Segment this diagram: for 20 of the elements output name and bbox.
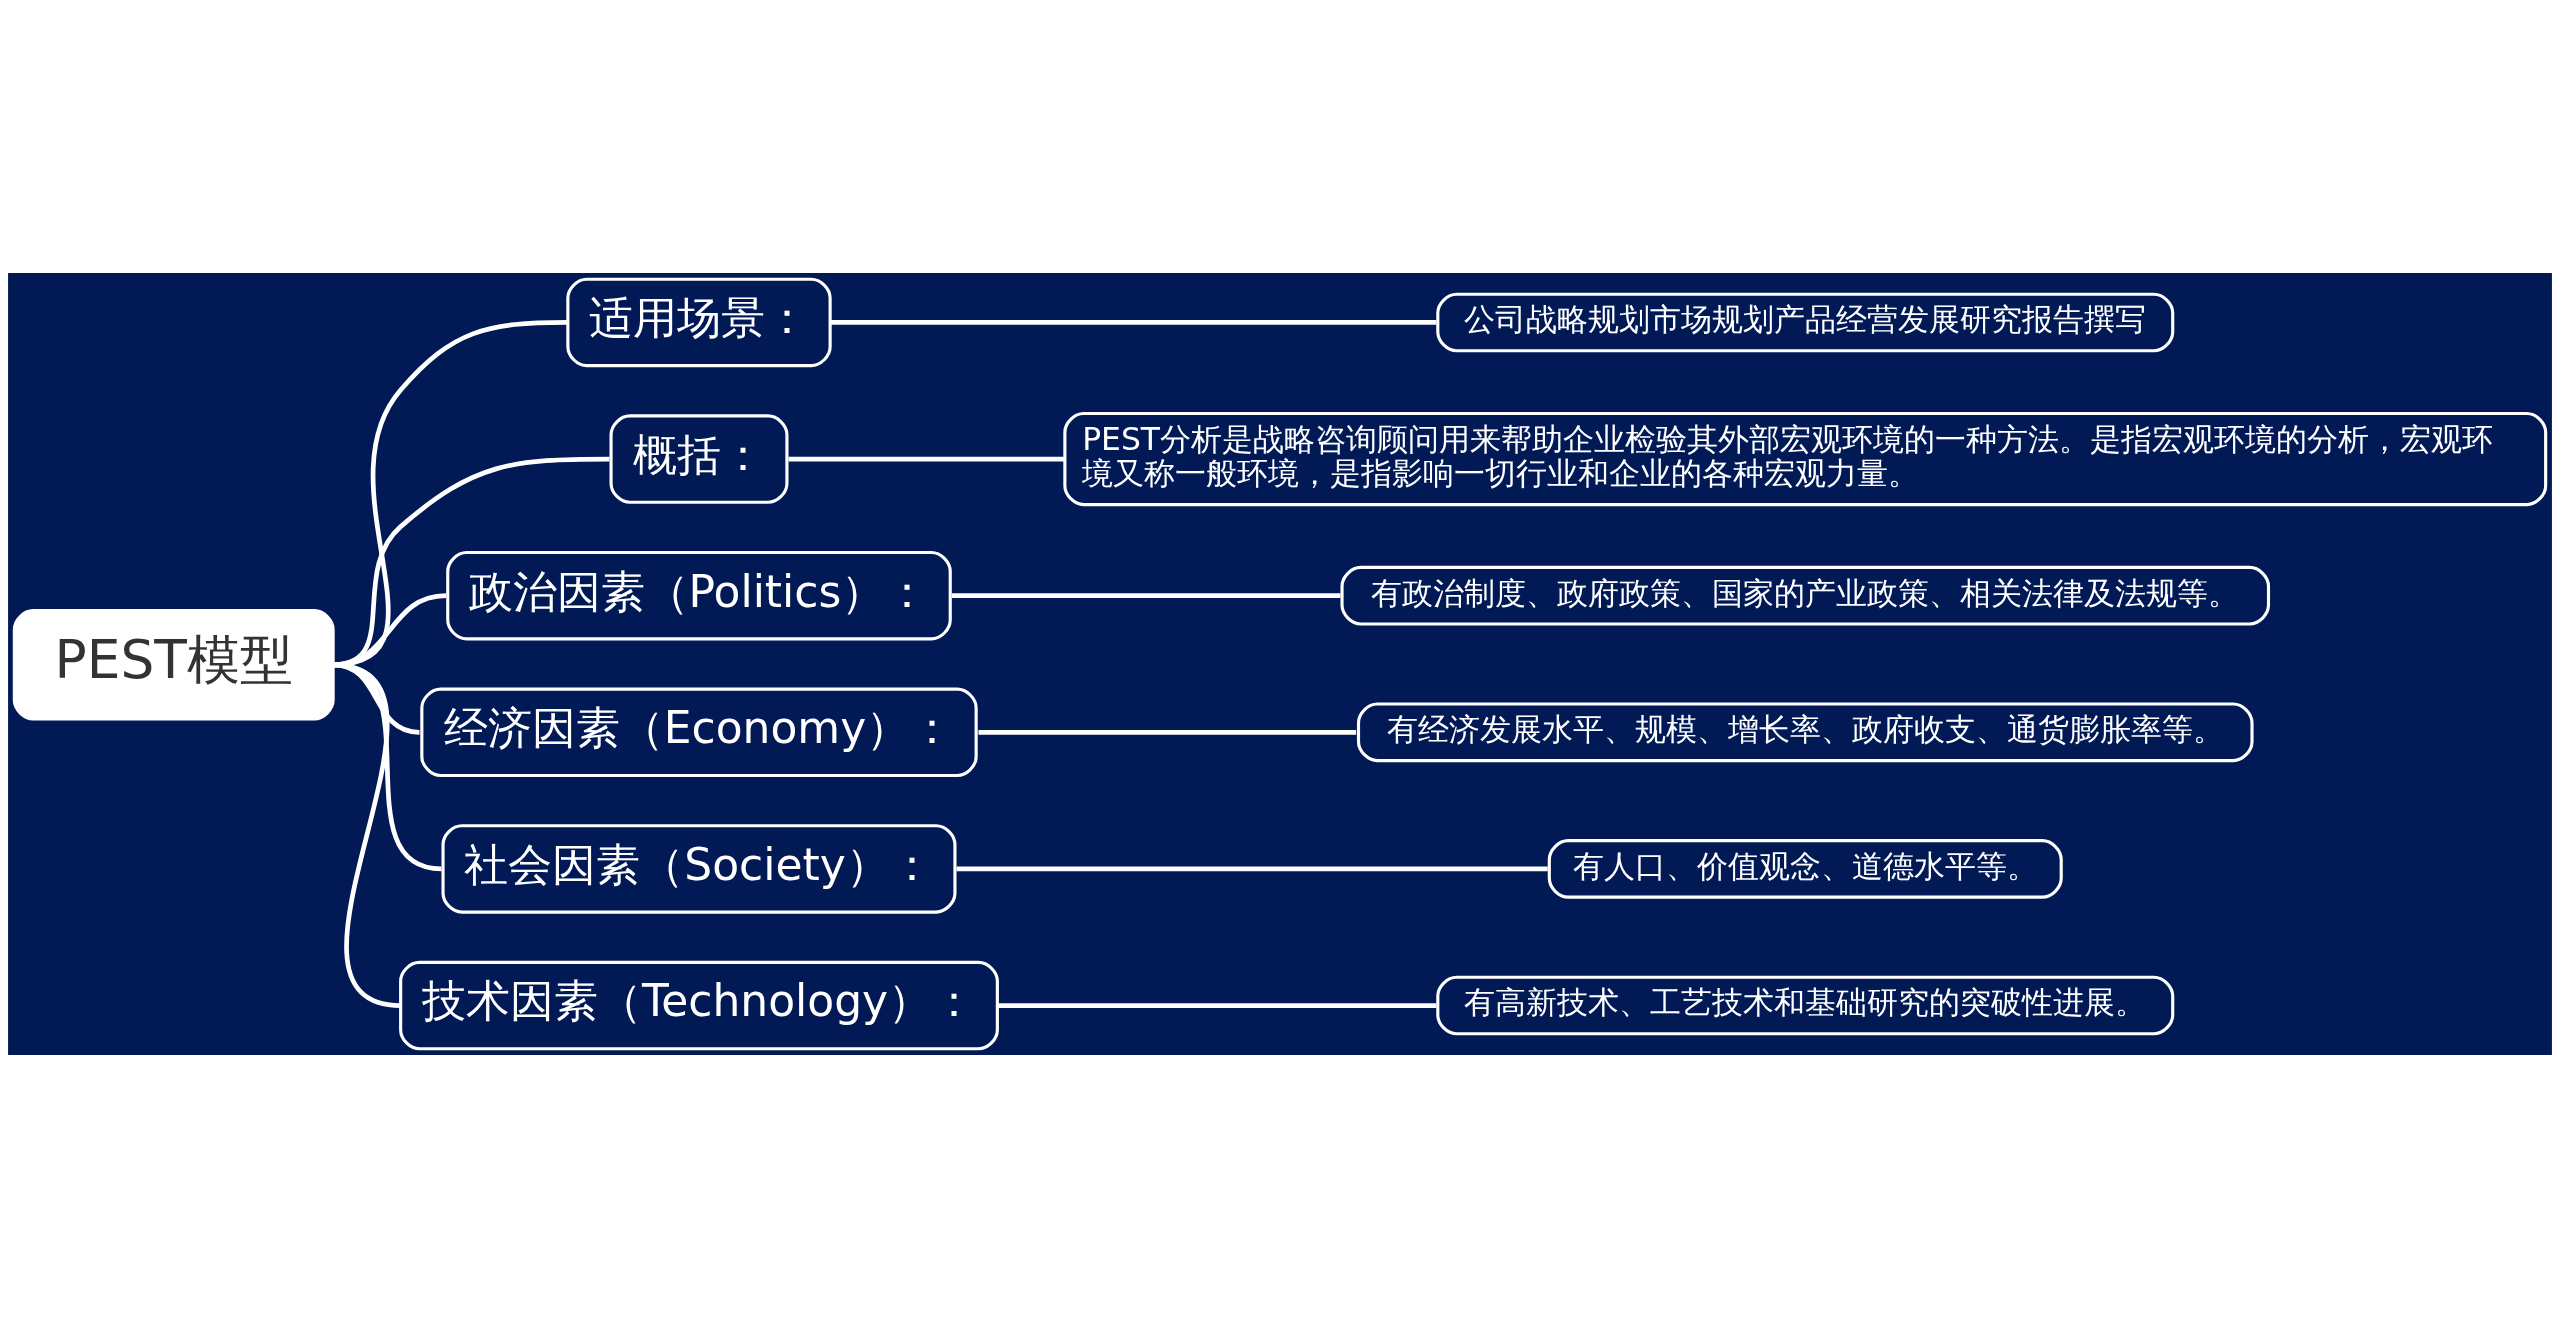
node-box: 公司战略规划市场规划产品经营发展研究报告撰写: [1436, 292, 2175, 352]
node-box: 社会因素（Society）：: [441, 823, 957, 914]
node-box: 政治因素（Politics）：: [446, 550, 952, 640]
node-box: 技术因素（Technology）：: [399, 960, 999, 1050]
connector: [332, 662, 402, 1008]
node-box: PEST模型: [12, 608, 335, 721]
connector: [788, 456, 1065, 461]
connector: [956, 866, 1548, 871]
node-box: 经济因素（Economy）：: [420, 687, 978, 777]
connector: [997, 1002, 1437, 1008]
node-box: 有政治制度、政府政策、国家的产业政策、相关法律及法规等。: [1340, 565, 2271, 626]
node-box: 有人口、价值观念、道德水平等。: [1547, 838, 2063, 899]
connector: [978, 729, 1357, 735]
connector: [951, 592, 1341, 598]
node-box: 有高新技术、工艺技术和基础研究的突破性进展。: [1436, 975, 2175, 1035]
node-box: 有经济发展水平、规模、增长率、政府收支、通货膨胀率等。: [1356, 701, 2254, 762]
node-box: 适用场景：: [566, 277, 832, 367]
connector: [830, 319, 1437, 325]
node-box: PEST分析是战略咨询顾问用来帮助企业检验其外部宏观环境的一种方法。是指宏观环境的分析，宏观环境又称一般环境，是指影响一切行业和企业的各种宏观力量。: [1063, 411, 2548, 506]
node-box: 概括：: [609, 413, 789, 504]
